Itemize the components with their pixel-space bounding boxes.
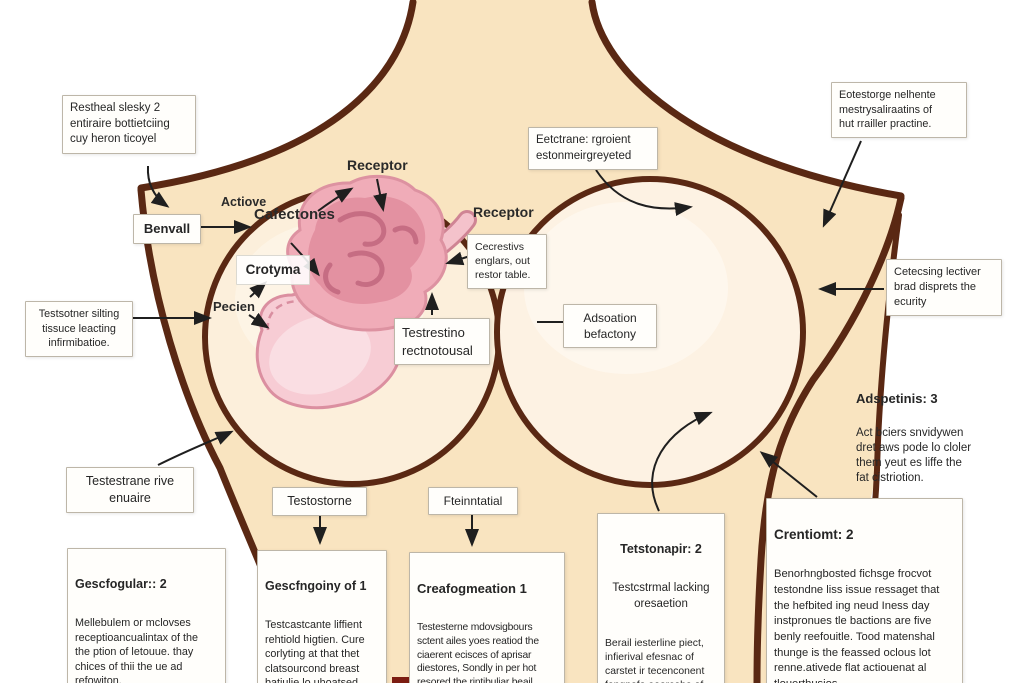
callout-gescfogular-title: Gescfogular:: 2 <box>75 576 167 591</box>
arrow-testestrane-to-torso <box>157 430 234 466</box>
callout-testostorne: Testostorne <box>272 487 367 516</box>
arrow-eetctrane-to-breast <box>595 169 693 216</box>
arrow-eotestorge-to-shoulder <box>822 140 862 228</box>
label-cafectones: Cafectones <box>254 206 335 223</box>
label-pecien: Pecien <box>213 299 255 314</box>
label-box-crotyma: Crotyma <box>236 255 310 286</box>
callout-restheal: Restheal slesky 2 entiraire bottietciing… <box>62 95 196 154</box>
callout-tetstonapir-subtitle: Testcstrmal lacking oresaetion <box>612 582 710 610</box>
callout-adspetinis-body: Act bciers snvidywen dret aws pode lo cl… <box>856 427 972 484</box>
callout-gescfngoiny-title: Gescfngoiny of 1 <box>265 578 367 593</box>
callout-gescfogular: Gescfogular:: 2 Mellebulem or mclovses r… <box>67 548 226 683</box>
callout-testestrane: Testestrane rive enuaire <box>66 467 194 513</box>
callout-gescfngoiny: Gescfngoiny of 1 Testcastcante liffient … <box>257 550 387 683</box>
callout-cecrestivs: Cecrestivs englars, out restor table. <box>467 234 547 289</box>
callout-adspetinis-title: Adspetinis: 3 <box>856 391 938 406</box>
gland-swirls <box>323 211 419 295</box>
arrow-cafectones-to-receptor <box>317 187 354 212</box>
callout-crentiomt-body: Benorhngbosted fichsge frocvot testondne… <box>774 568 940 683</box>
arrow-crentiomt-to-torso <box>759 451 818 498</box>
callout-adsoation: Adsoation befactony <box>563 304 657 349</box>
callout-creafogmeation: Creafogmeation 1 Testesterne mdovsigbour… <box>409 552 565 683</box>
label-actiove: Actiove <box>221 195 267 209</box>
callout-crentiomt: Crentiomt: 2 Benorhngbosted fichsge froc… <box>766 498 963 683</box>
callout-gescfogular-body: Mellebulem or mclovses receptioancualint… <box>75 617 199 683</box>
callout-adspetinis: Adspetinis: 3 Act bciers snvidywen dret … <box>856 373 1020 504</box>
arrow-tetstonapir-to-breast <box>651 411 713 512</box>
gland-pouch-inner <box>269 315 371 395</box>
arrow-cecrestivs-to-duct <box>445 251 471 266</box>
label-box-benvall: Benvall <box>133 214 201 244</box>
mammary-gland-illustration <box>255 174 477 410</box>
arrow-receptor-to-gland <box>373 178 387 212</box>
callout-tetstonapir-body: Berail iesterline piect, infierival efes… <box>605 637 705 683</box>
callout-crentiomt-title: Crentiomt: 2 <box>774 526 854 542</box>
callout-eetctrane: Eetctrane: rgroient estonmeirgreyeted <box>528 127 658 171</box>
callout-eotestorge: Eotestorge nelhente mestrysaliraatins of… <box>831 82 967 138</box>
callout-tetstonapir-title: Tetstonapir: 2 <box>620 541 702 556</box>
callout-gescfngoiny-body: Testcastcante liffient rehtiold higtien.… <box>265 619 365 683</box>
callout-cetecsing: Cetecsing lectiver brad disprets the ecu… <box>886 259 1002 316</box>
gland-body-inner <box>308 196 426 305</box>
callout-testsotner: Testsotner silting tissuce leacting infi… <box>25 301 133 357</box>
callout-tetstonapir: Tetstonapir: 2 Testcstrmal lacking oresa… <box>597 513 725 683</box>
arrow-pecien-to-pouch <box>248 312 270 329</box>
callout-testrestino: Testrestino rectnotousal <box>394 318 490 366</box>
label-receptor-upper: Receptor <box>347 157 408 173</box>
arrow-restheal-to-shoulder <box>146 165 170 208</box>
callout-creafogmeation-title: Creafogmeation 1 <box>417 580 527 596</box>
callout-fteinntatial: Fteinntatial <box>428 487 518 516</box>
label-receptor-right: Receptor <box>473 204 534 220</box>
arrow-pecien-to-crotyma <box>249 280 268 299</box>
callout-creafogmeation-body: Testesterne mdovsigbours sctent ailes yo… <box>417 621 539 683</box>
